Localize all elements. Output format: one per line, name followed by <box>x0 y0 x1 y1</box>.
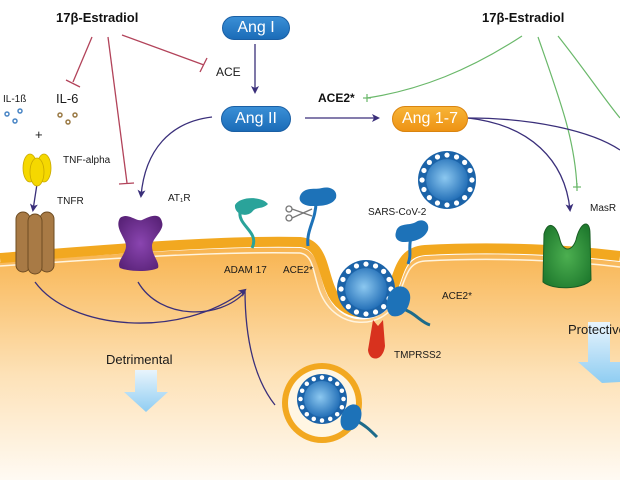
virus-spike <box>339 404 345 410</box>
virus-spike <box>453 154 460 160</box>
ace2-right-protein <box>395 220 429 265</box>
ace2-right-label: ACE2* <box>442 291 473 302</box>
virus-spike <box>319 375 325 380</box>
tnfr-receptor <box>15 211 55 275</box>
il-1b-dots <box>4 108 23 124</box>
virus-spike <box>304 381 310 387</box>
virus-spike <box>340 276 346 283</box>
virus-spike <box>363 311 369 317</box>
ace2-membrane-label: ACE2* <box>283 265 314 276</box>
ace2-top-label: ACE2* <box>318 91 355 105</box>
virus-spike <box>386 276 392 283</box>
estradiol-label-left: 17β-Estradiol <box>56 10 139 25</box>
at1r-receptor <box>118 215 163 271</box>
virus-spike <box>434 200 441 206</box>
virus-spike <box>372 263 379 269</box>
tnf-alpha-label: TNF-alpha <box>63 155 111 166</box>
ang2-label: Ang II <box>235 110 277 127</box>
protective-arrow-icon <box>578 322 620 383</box>
virus-core <box>426 159 468 201</box>
virus-spike <box>421 186 427 193</box>
virus-in-pit <box>337 260 395 318</box>
at1r-label: AT₁R <box>168 193 191 204</box>
virus-spike <box>345 304 351 310</box>
virus-spike <box>421 167 427 174</box>
ang1-node: Ang I <box>222 16 290 40</box>
ace-label: ACE <box>216 65 241 79</box>
virus-spike <box>469 177 475 183</box>
virus-spike <box>327 416 333 422</box>
virus-spike <box>467 186 473 193</box>
virus-spike <box>462 195 468 201</box>
virus-spike <box>467 167 473 174</box>
ace2-bound-pit <box>386 286 431 327</box>
adam17-label: ADAM 17 <box>224 265 267 276</box>
virus-spike <box>327 376 333 382</box>
virus-spike <box>426 159 432 165</box>
scissors-icon <box>285 205 313 222</box>
virus-spike <box>434 154 441 160</box>
virus-spike <box>353 263 360 269</box>
virus-spike <box>341 396 346 402</box>
detrimental-arrow-icon <box>124 370 168 412</box>
virus-spike <box>345 268 351 274</box>
tnf-alpha-trimer <box>22 153 52 187</box>
estradiol-label-right: 17β-Estradiol <box>482 10 565 25</box>
virus-spike <box>304 411 310 417</box>
virus-spike <box>340 295 346 302</box>
virus-spike <box>419 177 425 183</box>
tmprss2-protein <box>368 320 385 359</box>
virus-spike <box>381 304 387 310</box>
ang2-node: Ang II <box>221 106 291 132</box>
masr-label: MasR <box>590 203 617 214</box>
tnfr-label: TNFR <box>57 196 84 207</box>
virus-spike <box>311 416 317 422</box>
pathway-arrows <box>29 44 620 406</box>
il-6-dots <box>57 112 78 125</box>
virus-spike <box>372 309 379 315</box>
virus-spike <box>299 388 305 394</box>
sars-cov-2-virus <box>418 151 476 209</box>
virus-in-endosome <box>297 374 347 424</box>
ang17-label: Ang 1-7 <box>401 110 459 127</box>
virus-spike <box>311 376 317 382</box>
protective-label: Protective <box>568 322 620 337</box>
ang1-label: Ang I <box>237 19 275 36</box>
virus-spike <box>444 202 450 208</box>
virus-spike <box>444 152 450 158</box>
virus-core <box>304 381 340 417</box>
virus-spike <box>338 286 344 292</box>
masr-receptor <box>542 223 592 289</box>
virus-spike <box>334 411 340 417</box>
tmprss2-label: TMPRSS2 <box>394 350 442 361</box>
virus-spike <box>462 159 468 165</box>
il6-label: IL-6 <box>56 91 79 106</box>
ang17-node: Ang 1-7 <box>392 106 468 132</box>
plus-sign: + <box>35 127 43 142</box>
virus-spike <box>299 404 305 410</box>
virus-spike <box>363 261 369 267</box>
virus-spike <box>319 418 325 423</box>
virus-spike <box>334 381 340 387</box>
virus-spike <box>339 388 345 394</box>
ace2-bound-endosome <box>340 404 379 439</box>
virus-spike <box>381 268 387 274</box>
detrimental-label: Detrimental <box>106 352 173 367</box>
membrane-inner-line <box>0 251 620 323</box>
virus-spike <box>426 195 432 201</box>
virus-spike <box>453 200 460 206</box>
virus-core <box>345 268 387 310</box>
virus-spike <box>353 309 360 315</box>
virus-spike <box>298 396 303 402</box>
ace2-membrane-protein <box>299 187 337 247</box>
activation-lines <box>363 35 620 191</box>
adam17-protein <box>234 198 268 249</box>
inhibition-lines <box>65 34 208 185</box>
sars-cov-2-label: SARS-CoV-2 <box>368 207 427 218</box>
il1b-label: IL-1ß <box>3 94 27 105</box>
cell-cytoplasm <box>0 247 620 480</box>
